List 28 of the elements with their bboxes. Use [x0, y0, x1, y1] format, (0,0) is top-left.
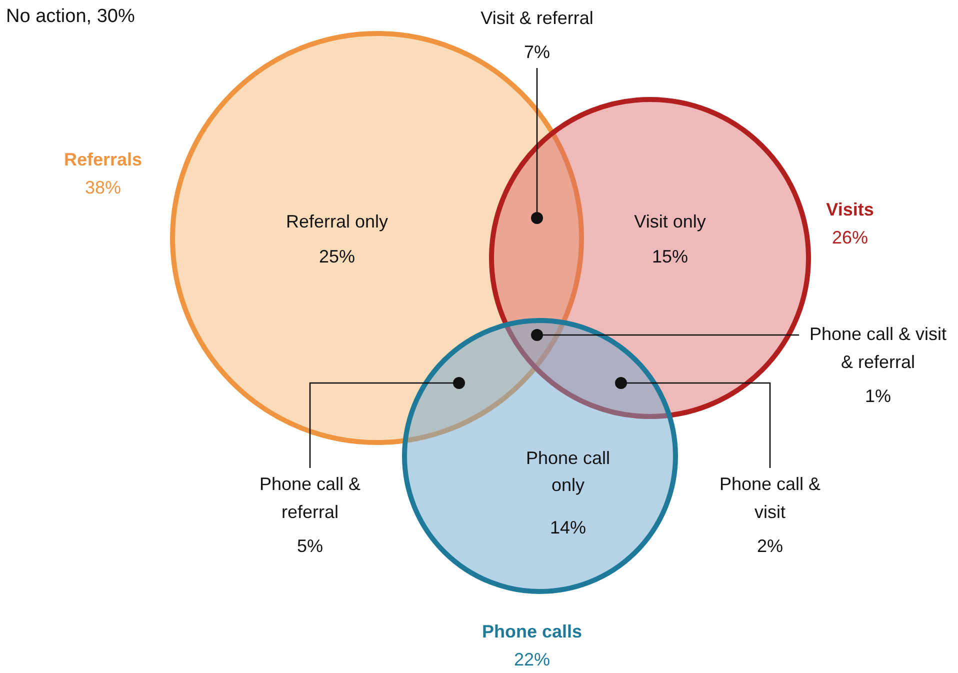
callout-percentage: 1% — [864, 385, 892, 408]
region-label: Phone call only — [524, 447, 612, 497]
leader-line — [536, 68, 538, 212]
callout-label: Visit & referral — [480, 7, 594, 30]
callout-label: Phone call & visit & referral — [808, 323, 948, 374]
note-text: No action, 30% — [6, 6, 135, 28]
set-name: Referrals — [64, 148, 142, 172]
set-percentage: 22% — [514, 648, 550, 672]
leader-dot — [531, 329, 543, 341]
region-label: Referral only — [286, 210, 388, 234]
region-percentage: 14% — [550, 516, 586, 540]
leader-dot — [453, 377, 465, 389]
leader-dot — [615, 377, 627, 389]
leader-dot — [531, 212, 543, 224]
set-percentage: 38% — [84, 176, 122, 200]
set-percentage: 26% — [832, 226, 868, 250]
region-percentage: 15% — [652, 246, 688, 268]
set-name: Visits — [826, 198, 874, 222]
set-name: Phone calls — [482, 620, 582, 644]
callout-label: Phone call & visit — [718, 473, 822, 524]
leader-line — [309, 382, 453, 468]
region-label: Visit only — [634, 210, 706, 234]
callout-label: Phone call & referral — [258, 473, 362, 524]
leader-line — [627, 382, 771, 468]
region-percentage: 25% — [318, 246, 356, 268]
callout-percentage: 7% — [522, 41, 551, 64]
callout-percentage: 2% — [756, 535, 784, 558]
callout-percentage: 5% — [296, 535, 324, 558]
